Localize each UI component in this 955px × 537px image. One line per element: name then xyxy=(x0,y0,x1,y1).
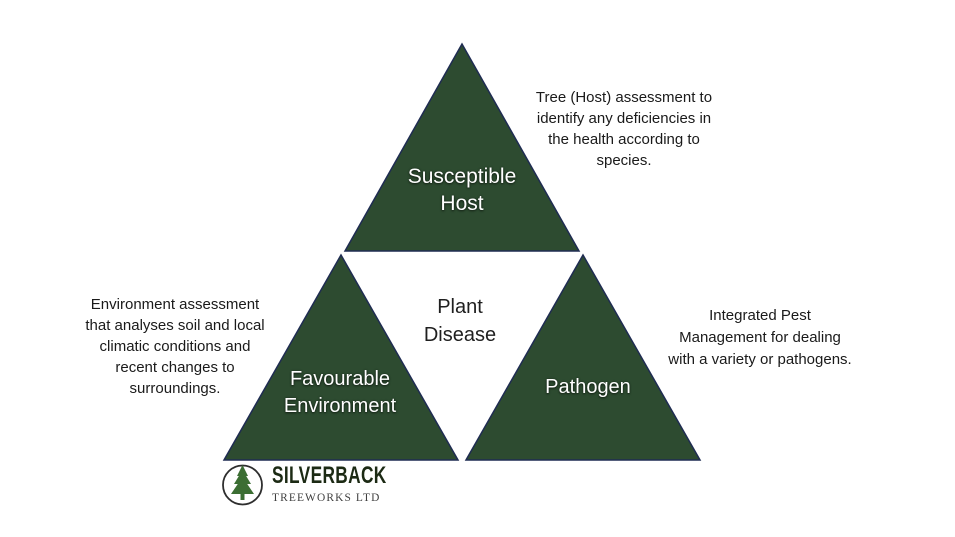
host-note-line: species. xyxy=(596,152,652,169)
triangle-susceptible-host xyxy=(343,42,581,252)
triangle-pathogen xyxy=(464,253,702,461)
environment-assessment-note: Environment assessment that analyses soi… xyxy=(49,294,301,399)
logo-name: SILVERBACK xyxy=(272,462,387,489)
triangle-favourable-environment xyxy=(222,253,460,461)
favourable-environment-label: Favourable Environment xyxy=(230,366,450,420)
environment-note-line: recent changes to xyxy=(115,359,235,376)
environment-note-line: that analyses soil and local xyxy=(85,317,265,334)
spruce-tree-icon xyxy=(222,464,263,506)
logo-text: SILVERBACK TREEWORKS LTD xyxy=(272,462,431,505)
plant-disease-label: Plant Disease xyxy=(375,293,545,349)
host-note-line: Tree (Host) assessment to xyxy=(535,89,713,106)
environment-note-line: climatic conditions and xyxy=(99,338,251,355)
pathogen-note-line: Management for dealing xyxy=(679,329,841,346)
logo-subtitle: TREEWORKS LTD xyxy=(272,490,381,504)
silverback-logo: SILVERBACK TREEWORKS LTD xyxy=(221,462,431,506)
susceptible-host-label: Susceptible Host xyxy=(352,163,572,217)
plant-disease-line2: Disease xyxy=(423,324,497,346)
host-note-line: identify any deficiencies in xyxy=(536,110,712,127)
susceptible-host-line1: Susceptible xyxy=(407,165,517,188)
host-note-line: the health according to xyxy=(548,131,700,148)
plant-disease-line1: Plant xyxy=(437,296,483,318)
environment-note-line: surroundings. xyxy=(129,380,221,397)
pathogen-line1: Pathogen xyxy=(545,376,631,398)
favourable-environment-line1: Favourable xyxy=(289,368,391,390)
susceptible-host-line2: Host xyxy=(440,192,484,215)
pathogen-management-note: Integrated Pest Management for dealing w… xyxy=(634,305,886,371)
favourable-environment-line2: Environment xyxy=(283,395,397,417)
host-assessment-note: Tree (Host) assessment to identify any d… xyxy=(498,87,750,171)
pathogen-note-line: with a variety or pathogens. xyxy=(668,351,852,368)
pathogen-note-line: Integrated Pest xyxy=(709,307,811,324)
environment-note-line: Environment assessment xyxy=(90,296,260,313)
pathogen-label: Pathogen xyxy=(478,374,698,401)
